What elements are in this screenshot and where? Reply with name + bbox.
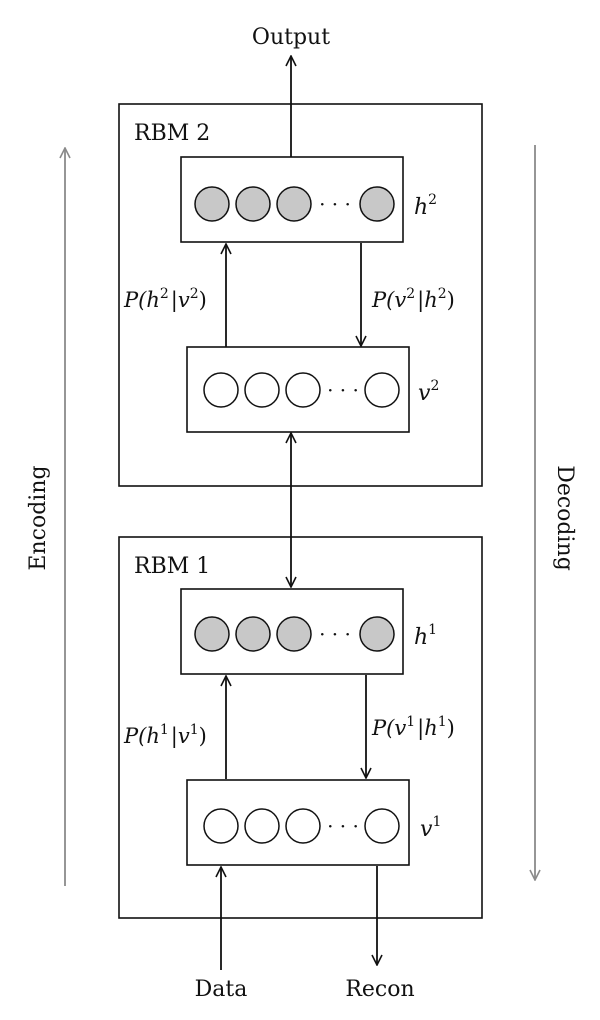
hidden-unit	[359, 186, 395, 222]
recon-label: Recon	[345, 977, 414, 1002]
encoding-label: Encoding	[26, 465, 51, 570]
rbm1-down-prob: P(v1|h1)	[371, 714, 455, 741]
data-label: Data	[195, 977, 248, 1002]
visible-unit	[244, 372, 280, 408]
output-label: Output	[252, 25, 330, 50]
rbm1-up-prob: P(h1|v1)	[123, 722, 207, 749]
hidden-unit	[194, 616, 230, 652]
rbm2-title: RBM 2	[134, 121, 210, 146]
rbm1-frame	[118, 536, 483, 919]
rbm2-block: RBM 2 · · · h2 P(h2|v2) P(v2|h2) · · · v…	[118, 103, 483, 487]
hidden-unit	[235, 186, 271, 222]
rbm2-visible-label: v2	[418, 378, 439, 406]
visible-unit	[244, 808, 280, 844]
rbm2-hidden-label: h2	[414, 192, 437, 220]
ellipsis: · · ·	[319, 192, 351, 216]
ellipsis: · · ·	[327, 378, 359, 402]
visible-unit	[364, 372, 400, 408]
hidden-unit	[359, 616, 395, 652]
visible-unit	[364, 808, 400, 844]
rbm2-down-prob: P(v2|h2)	[371, 286, 455, 313]
rbm1-block: RBM 1 · · · h1 P(h1|v1) P(v1|h1) · · · v…	[118, 536, 483, 919]
decoding-label: Decoding	[552, 465, 577, 571]
rbm2-up-prob: P(h2|v2)	[123, 286, 207, 313]
visible-unit	[203, 808, 239, 844]
ellipsis: · · ·	[319, 622, 351, 646]
hidden-unit	[194, 186, 230, 222]
rbm1-visible-label: v1	[420, 814, 441, 842]
hidden-unit	[276, 186, 312, 222]
rbm1-title: RBM 1	[134, 554, 210, 579]
rbm2-frame	[118, 103, 483, 487]
visible-unit	[285, 372, 321, 408]
visible-unit	[203, 372, 239, 408]
visible-unit	[285, 808, 321, 844]
rbm1-hidden-label: h1	[414, 622, 437, 650]
hidden-unit	[276, 616, 312, 652]
ellipsis: · · ·	[327, 814, 359, 838]
hidden-unit	[235, 616, 271, 652]
